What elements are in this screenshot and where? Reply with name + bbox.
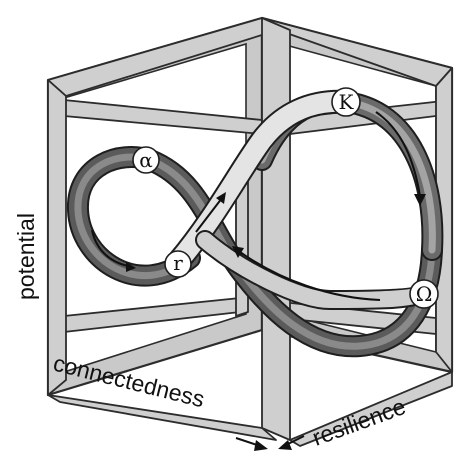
- cube-left-post: [48, 80, 66, 395]
- node-k: K: [332, 88, 360, 116]
- node-r: r: [165, 251, 191, 277]
- node-omega: Ω: [410, 280, 438, 308]
- node-alpha: α: [133, 147, 159, 173]
- axis-label-potential: potential: [13, 213, 39, 300]
- cube-front-post: [262, 18, 290, 440]
- node-omega-label: Ω: [416, 282, 433, 306]
- node-r-label: r: [173, 251, 183, 275]
- resilience-axis-arrow-head: [278, 440, 292, 450]
- node-k-label: K: [339, 90, 355, 114]
- node-alpha-label: α: [139, 148, 153, 172]
- axis-label-resilience: resilience: [309, 393, 409, 451]
- connectedness-axis-arrow-head: [254, 440, 268, 451]
